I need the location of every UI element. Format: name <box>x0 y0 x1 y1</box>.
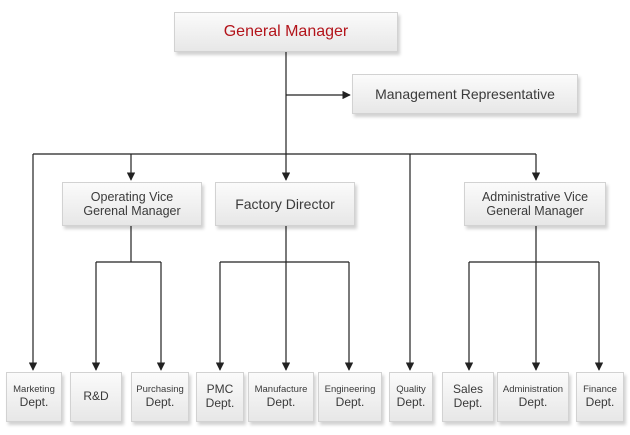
dept-suffix: Dept. <box>266 394 296 409</box>
general-manager-box[interactable]: General Manager <box>174 12 398 52</box>
administrative-vice-general-manager-box[interactable]: Administrative Vice General Manager <box>464 182 606 226</box>
dept-name: Manufacture <box>254 383 308 395</box>
dept-engineering[interactable]: Engineering Dept. <box>318 372 382 422</box>
dept-suffix: Dept. <box>585 394 615 409</box>
dept-name: Administration <box>502 383 564 395</box>
dept-name: Finance <box>583 383 617 395</box>
dept-sales[interactable]: Sales Dept. <box>442 372 494 422</box>
dept-suffix: Dept. <box>205 396 235 410</box>
operating-vp-line2: Gerenal Manager <box>83 204 181 218</box>
administrative-vp-line1: Administrative Vice <box>481 189 589 204</box>
dept-name: PMC <box>206 382 234 397</box>
administrative-vp-line2: General Manager <box>486 204 584 218</box>
factory-director-label: Factory Director <box>235 195 335 212</box>
dept-manufacture[interactable]: Manufacture Dept. <box>248 372 314 422</box>
dept-purchasing[interactable]: Purchasing Dept. <box>131 372 189 422</box>
dept-suffix: Dept. <box>19 394 49 409</box>
dept-name: Sales <box>452 382 484 397</box>
dept-suffix: Dept. <box>518 394 548 409</box>
dept-pmc[interactable]: PMC Dept. <box>196 372 244 422</box>
dept-administration[interactable]: Administration Dept. <box>497 372 569 422</box>
dept-marketing[interactable]: Marketing Dept. <box>6 372 62 422</box>
dept-name: Engineering <box>324 383 376 395</box>
dept-quality[interactable]: Quality Dept. <box>389 372 433 422</box>
dept-finance[interactable]: Finance Dept. <box>576 372 624 422</box>
dept-suffix: Dept. <box>453 396 483 410</box>
dept-rnd[interactable]: R&D <box>70 372 122 422</box>
operating-vice-general-manager-box[interactable]: Operating Vice Gerenal Manager <box>62 182 202 226</box>
management-representative-box[interactable]: Management Representative <box>352 74 578 114</box>
general-manager-label: General Manager <box>223 22 349 40</box>
dept-name: Purchasing <box>136 383 184 395</box>
dept-suffix: Dept. <box>335 394 365 409</box>
dept-name: Quality <box>396 383 426 395</box>
management-representative-label: Management Representative <box>375 85 555 102</box>
dept-name: R&D <box>83 389 109 404</box>
dept-suffix: Dept. <box>145 394 175 409</box>
operating-vp-line1: Operating Vice <box>90 189 174 204</box>
dept-suffix: Dept. <box>396 394 426 409</box>
dept-name: Marketing <box>13 383 55 395</box>
factory-director-box[interactable]: Factory Director <box>215 182 355 226</box>
